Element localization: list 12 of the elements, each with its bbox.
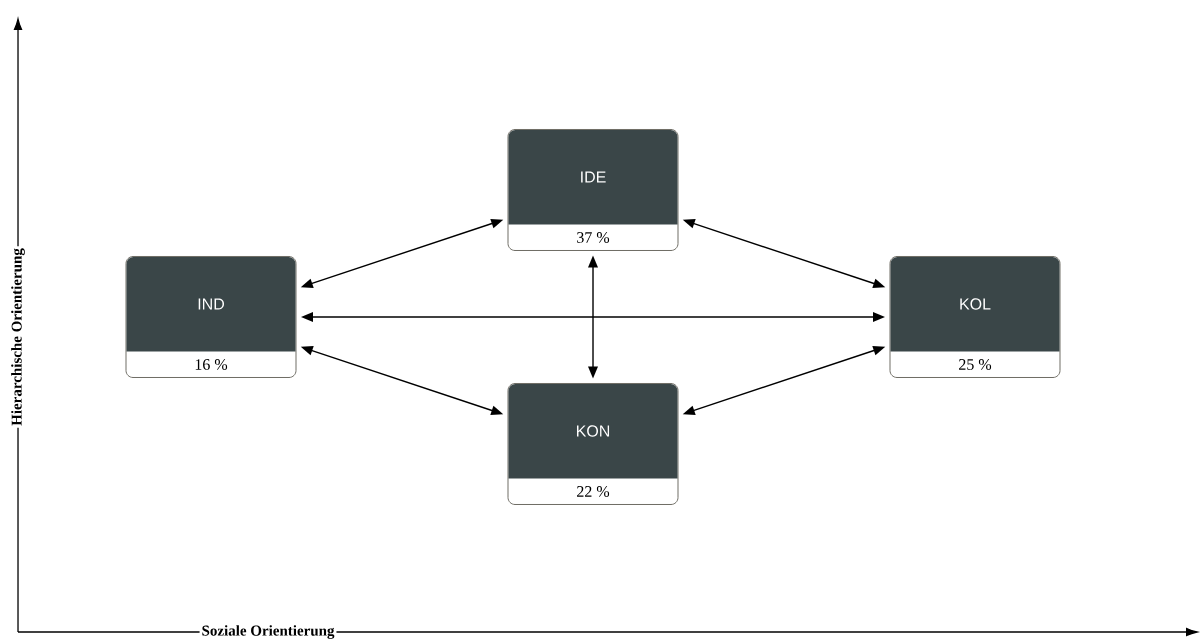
double-arrow <box>301 312 885 322</box>
double-arrow <box>300 345 504 416</box>
category-box: IND 16 % <box>125 256 297 378</box>
double-arrow <box>682 218 886 289</box>
axis-label: Soziale Orientierung <box>199 623 337 641</box>
double-arrow <box>682 345 886 416</box>
category-box: KOL 25 % <box>889 256 1061 378</box>
double-arrow <box>300 218 504 289</box>
category-box: KON 22 % <box>507 383 679 505</box>
double-arrow <box>588 255 598 379</box>
category-box: IDE 37 % <box>507 129 679 251</box>
axis-label: Hierarchische Orientierung <box>9 246 27 428</box>
